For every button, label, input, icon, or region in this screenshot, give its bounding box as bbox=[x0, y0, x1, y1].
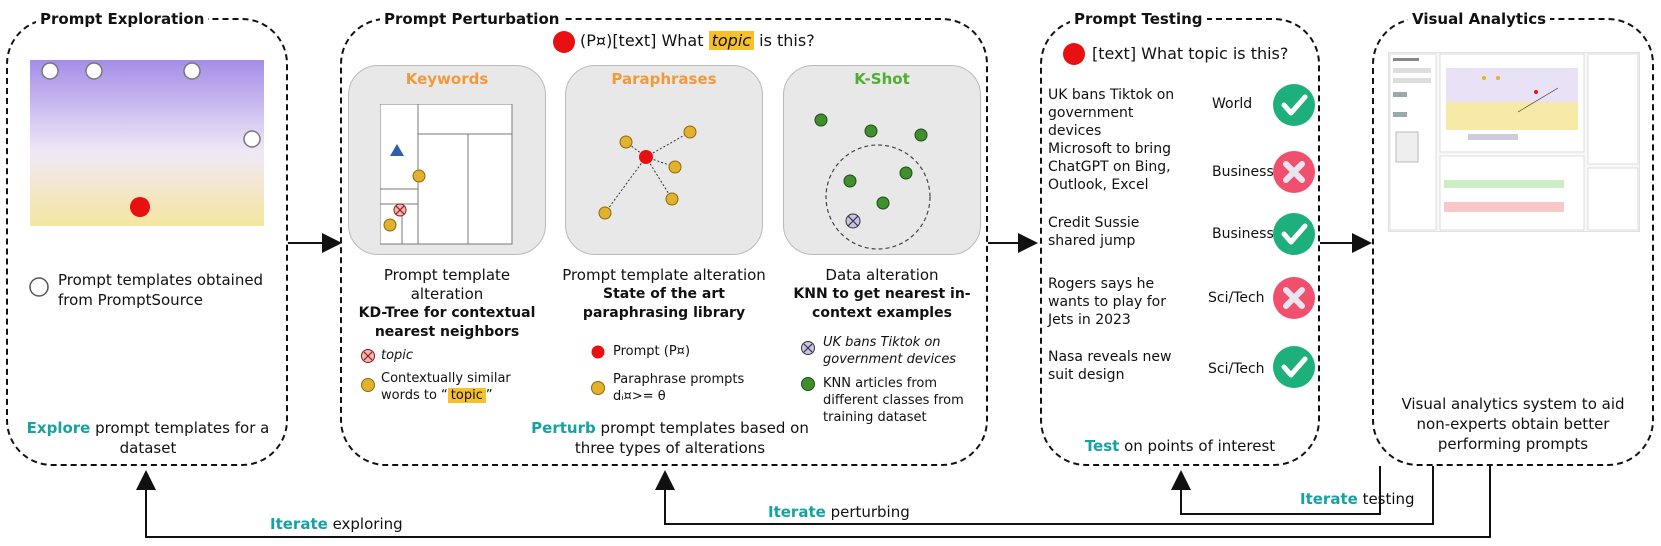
knn-article-point bbox=[864, 124, 878, 138]
exploration-legend: Prompt templates obtained from PromptSou… bbox=[58, 271, 264, 309]
test-row-text: Nasa reveals new suit design bbox=[1048, 349, 1172, 383]
knn-dot-legend-icon bbox=[801, 377, 815, 391]
knn-article-point bbox=[876, 196, 890, 210]
keywords-legend-similar: Contextually similar words to “topic” bbox=[381, 371, 511, 403]
exploration-plot bbox=[30, 60, 264, 226]
paraphrase-point bbox=[619, 135, 633, 149]
system-screenshot-thumbnail bbox=[1388, 52, 1640, 232]
template-point bbox=[183, 62, 201, 80]
similar-word-dot-icon bbox=[361, 378, 375, 392]
paraphrase-point bbox=[668, 160, 682, 174]
iterate-perturbing-label: Iterate perturbing bbox=[768, 503, 910, 521]
paraphrase-dot-legend-icon bbox=[591, 381, 605, 395]
keywords-legend-topic: topic bbox=[381, 348, 414, 363]
testing-prompt: [text] What topic is this? bbox=[1092, 44, 1289, 63]
kshot-desc: Data alteration KNN to get nearest in-co… bbox=[793, 266, 971, 321]
kshot-legend-knn: KNN articles from different classes from… bbox=[823, 376, 964, 425]
test-row-text: Credit Sussie shared jump bbox=[1048, 215, 1140, 249]
kshot-card: K-Shot bbox=[783, 65, 981, 255]
selected-point bbox=[130, 197, 150, 217]
kd-tree-diagram bbox=[380, 104, 513, 245]
iterate-exploring-label: Iterate exploring bbox=[270, 515, 403, 533]
paraphrases-desc: Prompt template alteration State of the … bbox=[562, 266, 766, 321]
cross-icon bbox=[1273, 277, 1315, 319]
check-icon bbox=[1273, 213, 1315, 255]
knn-article-point bbox=[914, 128, 928, 142]
testing-bottom-text: Test on points of interest bbox=[1084, 437, 1276, 455]
test-row-text: Microsoft to bring ChatGPT on Bing, Outl… bbox=[1048, 141, 1171, 193]
perturbation-bottom-text: Perturb prompt templates based on three … bbox=[531, 419, 809, 457]
template-point bbox=[85, 62, 103, 80]
paraphrase-point bbox=[598, 206, 612, 220]
paraphrases-title: Paraphrases bbox=[611, 70, 717, 88]
topic-cross-icon bbox=[361, 349, 375, 363]
exploration-bottom-text: Explore prompt templates for a dataset bbox=[26, 419, 270, 457]
test-row-text: Rogers says he wants to play for Jets in… bbox=[1048, 276, 1166, 328]
triangle-point bbox=[390, 144, 404, 156]
keywords-desc: Prompt template alteration KD-Tree for c… bbox=[358, 266, 536, 340]
exploration-title: Prompt Exploration bbox=[36, 10, 209, 28]
check-icon bbox=[1273, 84, 1315, 126]
knn-article-point bbox=[814, 113, 828, 127]
check-icon bbox=[1273, 346, 1315, 388]
testing-prompt-dot-icon bbox=[1063, 43, 1085, 65]
kshot-diagram bbox=[814, 113, 931, 250]
perturbation-title: Prompt Perturbation bbox=[380, 10, 564, 28]
cross-icon bbox=[1273, 151, 1315, 193]
iterate-exploring-line bbox=[136, 466, 1491, 538]
iterate-word: Iterate bbox=[1300, 490, 1358, 508]
prompt-dot-icon bbox=[553, 31, 575, 53]
template-point bbox=[243, 130, 261, 148]
test-row-label: World bbox=[1212, 96, 1253, 112]
testing-title: Prompt Testing bbox=[1070, 10, 1207, 28]
paraphrase-point bbox=[683, 125, 697, 139]
iterate-word: Iterate bbox=[768, 503, 826, 521]
test-row-label: Business bbox=[1212, 226, 1274, 242]
test-row-label: Business bbox=[1212, 164, 1274, 180]
iterate-testing-line bbox=[1171, 466, 1381, 515]
paraphrase-point bbox=[665, 192, 679, 206]
perturbation-prompt: (P¤)[text] What topic is this? bbox=[580, 31, 815, 50]
similar-word-point bbox=[412, 169, 426, 183]
prompt-point bbox=[639, 150, 653, 164]
query-cross-legend-icon bbox=[801, 341, 815, 355]
similar-word-point bbox=[383, 218, 397, 232]
test-row-text: UK bans Tiktok on government devices bbox=[1048, 87, 1175, 139]
kshot-legend-query: UK bans Tiktok on government devices bbox=[823, 335, 957, 367]
kshot-title: K-Shot bbox=[854, 70, 910, 88]
paraphrases-card: Paraphrases bbox=[565, 65, 763, 255]
knn-article-point bbox=[843, 174, 857, 188]
prompt-dot-legend-icon bbox=[591, 345, 605, 359]
iterate-word: Iterate bbox=[270, 515, 328, 533]
template-point bbox=[41, 62, 59, 80]
template-circle-icon bbox=[29, 277, 49, 297]
test-row-label: Sci/Tech bbox=[1208, 361, 1265, 377]
visual-title: Visual Analytics bbox=[1408, 10, 1551, 28]
test-row-label: Sci/Tech bbox=[1208, 290, 1265, 306]
paraphrase-diagram bbox=[598, 125, 697, 220]
iterate-perturbing-line bbox=[655, 466, 1434, 525]
perturbation-panel bbox=[340, 18, 988, 466]
visual-desc: Visual analytics system to aid non-exper… bbox=[1401, 395, 1625, 453]
paraphrases-legend-prompt: Prompt (P¤) bbox=[613, 344, 691, 359]
knn-article-point bbox=[899, 166, 913, 180]
paraphrases-legend-paraphrase: Paraphrase prompts dᵢ¤>= θ bbox=[613, 372, 745, 404]
iterate-testing-label: Iterate testing bbox=[1300, 490, 1415, 508]
keywords-title: Keywords bbox=[405, 70, 489, 88]
plot-background bbox=[30, 60, 264, 226]
